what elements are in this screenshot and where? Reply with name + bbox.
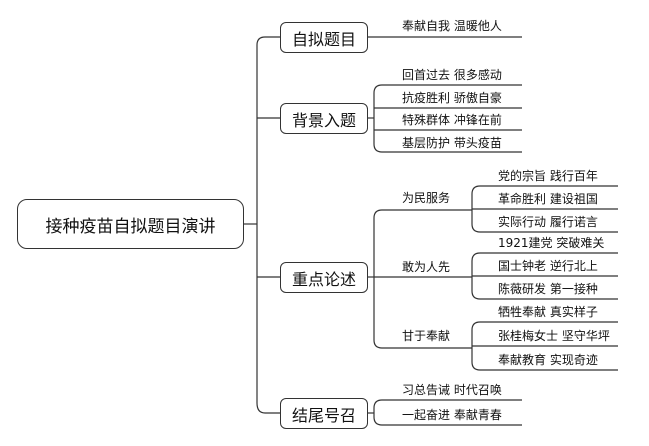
group-label: 甘于奉献 [402, 329, 451, 343]
branch-background: 背景入题 [280, 103, 368, 134]
leaf-background-item: 特殊群体 冲锋在前 [402, 113, 502, 127]
branch-closing: 结尾号召 [280, 398, 368, 429]
leaf-item: 实际行动 履行诺言 [498, 215, 598, 229]
leaf-item: 陈薇研发 第一接种 [498, 282, 598, 296]
group-label: 敢为人先 [402, 260, 451, 274]
leaf-item: 国士钟老 逆行北上 [498, 259, 598, 273]
branch-title: 自拟题目 [280, 22, 368, 53]
leaf-background-item: 抗疫胜利 骄傲自豪 [402, 91, 502, 105]
leaf-title-item: 奉献自我 温暖他人 [402, 19, 502, 33]
leaf-item: 奉献教育 实现奇迹 [498, 353, 598, 367]
leaf-item: 革命胜利 建设祖国 [498, 192, 598, 206]
root-topic: 接种疫苗自拟题目演讲 [17, 199, 244, 249]
group-label: 为民服务 [402, 191, 451, 205]
leaf-item: 党的宗旨 践行百年 [498, 169, 598, 183]
leaf-background-item: 回首过去 很多感动 [402, 68, 502, 82]
leaf-background-item: 基层防护 带头疫苗 [402, 136, 502, 150]
leaf-item: 张桂梅女士 坚守华坪 [498, 329, 610, 343]
leaf-item: 牺牲奉献 真实样子 [498, 305, 598, 319]
leaf-closing-item: 一起奋进 奉献青春 [402, 408, 502, 422]
leaf-item: 1921建党 突破难关 [498, 236, 605, 250]
leaf-closing-item: 习总告诫 时代召唤 [402, 383, 502, 397]
branch-key-points: 重点论述 [280, 262, 368, 293]
